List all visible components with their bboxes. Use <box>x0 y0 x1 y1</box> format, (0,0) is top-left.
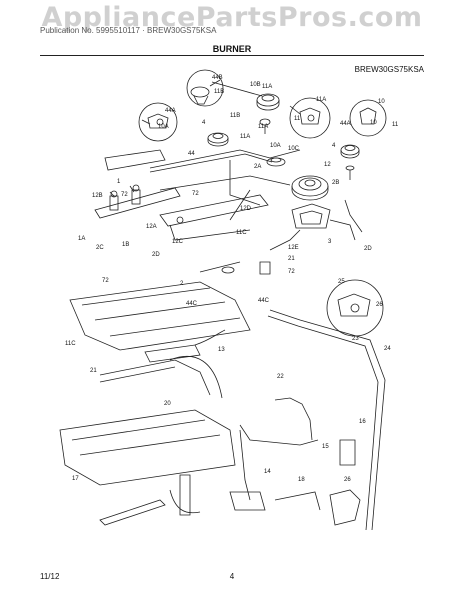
callout-circle-44b <box>186 69 224 107</box>
callout-label: 44A <box>340 121 351 127</box>
callout-label: 44C <box>186 301 198 307</box>
callout-label: 2D <box>152 252 160 258</box>
callout-label: 14 <box>264 469 271 475</box>
callout-label: 44C <box>258 298 270 304</box>
callout-label: 23 <box>352 336 359 342</box>
callout-label: 12E <box>288 245 299 251</box>
callout-label: 11B <box>214 89 224 95</box>
title-divider <box>40 55 424 56</box>
callout-label: 13 <box>218 347 225 353</box>
callout-label: 26 <box>376 302 383 308</box>
callout-label: 44B <box>212 75 223 81</box>
callout-label: 1B <box>122 242 129 248</box>
callout-label: 72 <box>192 191 199 197</box>
callout-label: 17 <box>72 476 79 482</box>
callout-label: 10 <box>378 99 385 105</box>
callout-label: 21 <box>90 368 97 374</box>
callout-label: 11 <box>294 116 301 122</box>
callout-circle-44a-right <box>289 97 331 139</box>
callout-circle-44c <box>326 279 384 337</box>
callout-label: 11B <box>230 113 240 119</box>
callout-label: 2B <box>332 180 339 186</box>
callout-label: 2A <box>254 164 261 170</box>
callout-label: 10B <box>250 82 261 88</box>
callout-label: 10 <box>370 120 377 126</box>
callout-label: 2C <box>96 245 104 251</box>
callout-label: 12D <box>240 206 252 212</box>
callout-label: 4 <box>202 120 206 126</box>
callout-label: 11A <box>240 134 250 140</box>
page-title: BURNER <box>212 44 252 54</box>
callout-label: 72 <box>102 278 109 284</box>
callout-circle-44a-left <box>138 102 178 142</box>
callout-label: 11 <box>392 122 399 128</box>
callout-label: 10C <box>288 146 300 152</box>
callout-label: 3 <box>328 239 332 245</box>
callout-label: 26 <box>344 477 351 483</box>
callout-labels: 44B 10B 11B 44A 11A 10A 4 11B 11A 44 10 … <box>65 75 399 483</box>
callout-label: 16 <box>359 419 366 425</box>
footer-page-number: 4 <box>229 572 235 581</box>
callout-label: 15 <box>322 444 329 450</box>
callout-label: 44A <box>165 108 176 114</box>
callout-label: 2D <box>364 246 372 252</box>
callout-label: 72 <box>288 269 295 275</box>
callout-label: 12B <box>92 193 103 199</box>
callout-label: 20 <box>164 401 171 407</box>
callout-label: 11A <box>316 97 326 103</box>
diagram-parts <box>59 69 387 531</box>
callout-label: 11A <box>262 84 272 90</box>
callout-label: 72 <box>121 192 128 198</box>
callout-label: 1A <box>78 236 85 242</box>
watermark: AppliancePartsPros.com <box>41 2 423 33</box>
callout-label: 12 <box>324 162 331 168</box>
callout-label: 24 <box>384 346 391 352</box>
callout-label: 11C <box>65 341 76 347</box>
callout-label: 4 <box>332 143 336 149</box>
callout-label: 25 <box>338 279 345 285</box>
callout-label: 22 <box>277 374 284 380</box>
callout-label: 12A <box>146 224 157 230</box>
callout-label: 1 <box>117 179 121 185</box>
callout-label: 2 <box>180 281 184 287</box>
callout-label: 44 <box>188 151 195 157</box>
callout-circle-44 <box>349 99 387 137</box>
callout-label: 11A <box>258 124 268 130</box>
callout-label: 10A <box>158 124 169 130</box>
publication-header: Publication No. 5995510117 · BREW30GS75K… <box>40 26 217 35</box>
model-number: BREW30GS75KSA <box>354 65 424 74</box>
callout-label: 21 <box>288 256 295 262</box>
callout-label: 12C <box>172 239 184 245</box>
footer-date: 11/12 <box>40 572 60 581</box>
callout-label: 11C <box>236 230 247 236</box>
callout-label: 18 <box>298 477 305 483</box>
callout-label: 10A <box>270 143 281 149</box>
